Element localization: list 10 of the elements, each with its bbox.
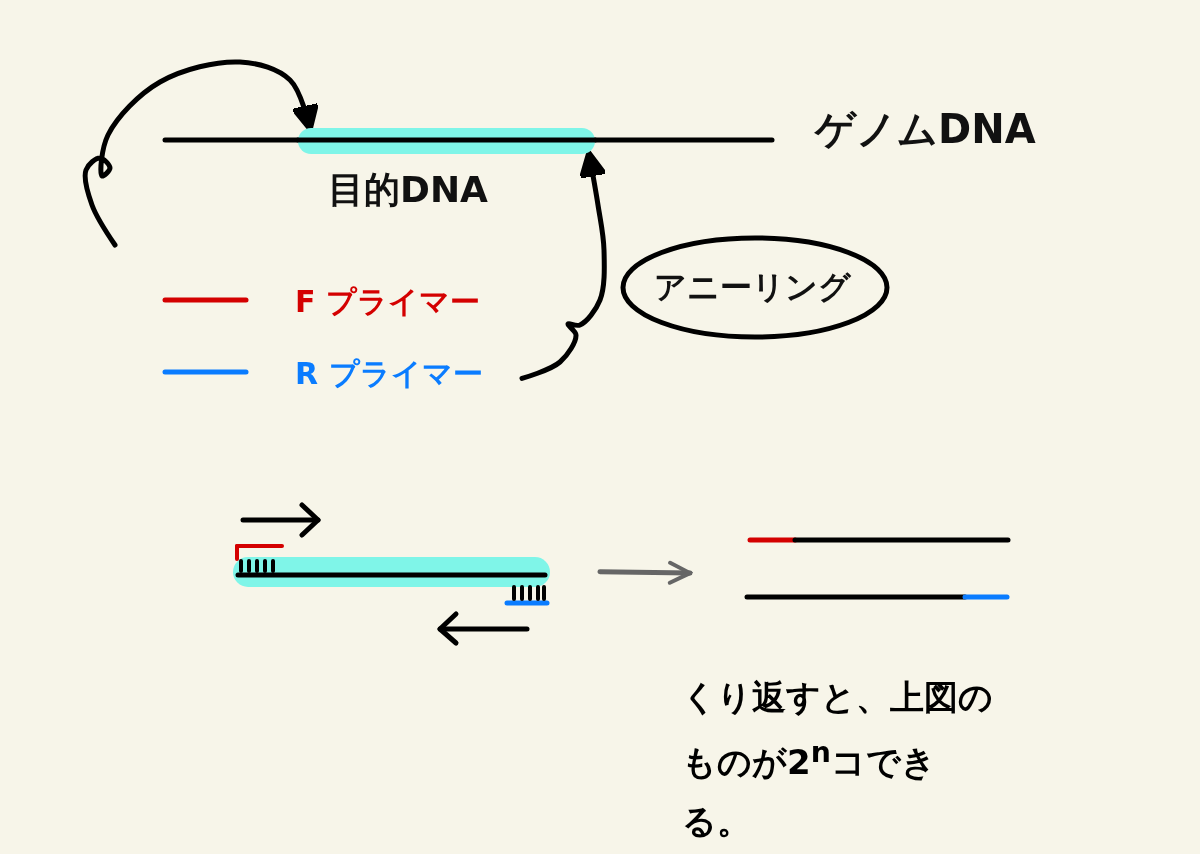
primer-label: R プライマー [295,355,483,393]
arrow [519,149,608,381]
primer-label: F プライマー [295,283,480,321]
dna-label: 目的DNA [328,168,488,212]
dna-label: ゲノムDNA [815,105,1036,154]
note-text: くり返すと、上図のものが2$^{n}$コできる。 [682,676,994,844]
annealing-ellipse [620,235,890,340]
arrow [597,560,693,585]
ellipse-label: アニーリング [654,267,851,308]
arrow [82,59,319,248]
